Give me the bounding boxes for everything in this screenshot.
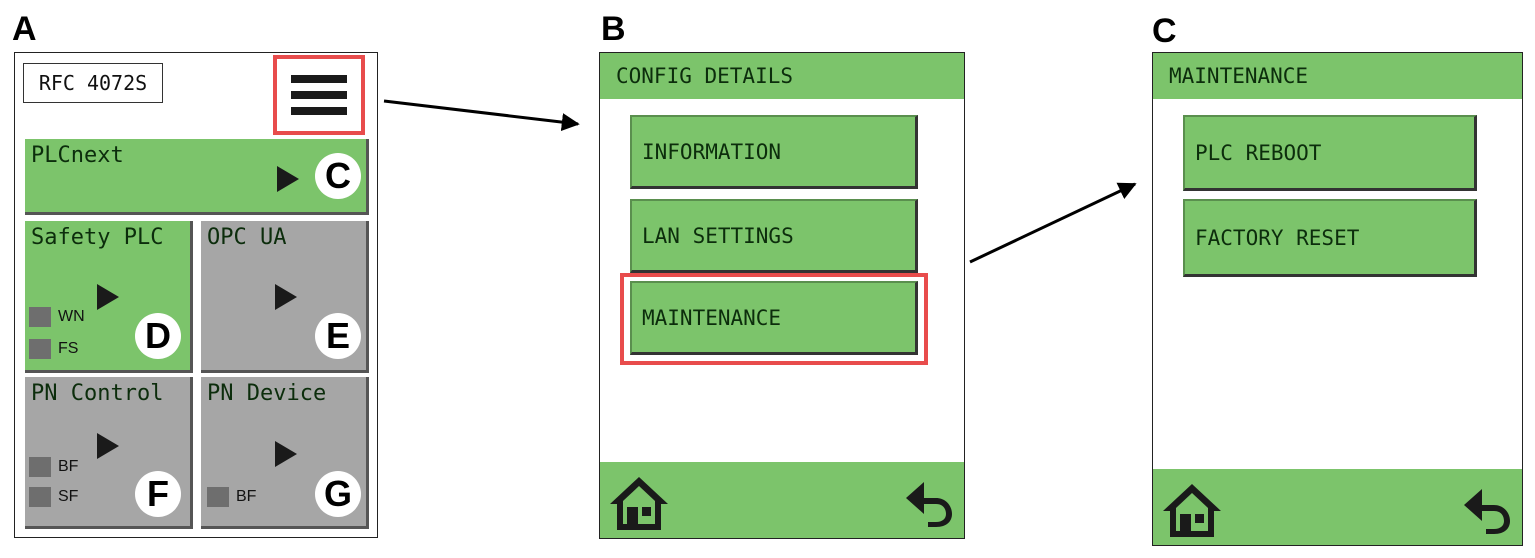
status-label: WN [58,308,85,325]
tile-title: PLCnext [31,143,124,168]
play-icon [97,284,119,310]
badge-label: D [135,313,181,359]
badge-label: C [315,153,361,199]
status-label: BF [236,488,257,505]
footer-bar [600,462,964,538]
home-icon[interactable] [608,474,670,532]
panel-letter-c: C [1152,12,1177,50]
arrow-a-to-b [383,99,580,132]
highlight-box [620,273,928,365]
maintenance-button[interactable]: MAINTENANCE [630,281,918,355]
tile-title: OPC UA [207,225,287,250]
hamburger-menu-button[interactable] [273,55,365,135]
status-sf: SF [29,487,78,507]
tile-opc-ua[interactable]: OPC UA E [201,221,369,373]
status-bf: BF [29,457,78,477]
home-icon[interactable] [1161,481,1223,539]
play-icon [275,441,297,467]
status-label: SF [58,488,79,505]
badge-label: G [315,471,361,517]
maintenance-screen: MAINTENANCE PLC REBOOT FACTORY RESET [1152,52,1523,546]
panel-letter-b: B [601,10,626,48]
status-bf: BF [207,487,256,507]
tile-plcnext[interactable]: PLCnext C [25,139,369,215]
status-led [29,457,51,477]
play-icon [277,166,299,192]
lan-settings-button[interactable]: LAN SETTINGS [630,199,918,273]
tile-safety-plc[interactable]: Safety PLC WN FS D [25,221,193,373]
back-arrow-icon[interactable] [902,478,956,528]
badge-label: E [315,313,361,359]
panel-letter-a: A [12,10,37,48]
plc-reboot-button[interactable]: PLC REBOOT [1183,115,1477,191]
home-screen: RFC 4072S PLCnext C Safety PLC WN FS D O… [14,52,378,538]
factory-reset-button[interactable]: FACTORY RESET [1183,199,1477,277]
arrow-b-to-c [969,182,1137,264]
status-led [29,339,51,359]
tile-title: PN Device [207,381,327,406]
status-wn: WN [29,307,85,327]
play-icon [97,433,119,459]
status-label: BF [58,458,79,475]
status-fs: FS [29,339,78,359]
device-label: RFC 4072S [23,63,163,103]
screen-header: CONFIG DETAILS [600,53,964,99]
config-details-screen: CONFIG DETAILS INFORMATION LAN SETTINGS … [599,52,965,539]
tile-title: PN Control [31,381,164,406]
hamburger-menu-icon [291,75,347,83]
status-led [207,487,229,507]
status-led [29,307,51,327]
back-arrow-icon[interactable] [1460,485,1514,535]
tile-pn-control[interactable]: PN Control BF SF F [25,377,193,529]
screen-header: MAINTENANCE [1153,53,1522,99]
status-label: FS [58,340,79,357]
tile-title: Safety PLC [31,225,164,250]
play-icon [275,284,297,310]
footer-bar [1153,469,1522,545]
badge-label: F [135,471,181,517]
status-led [29,487,51,507]
information-button[interactable]: INFORMATION [630,115,918,189]
tile-pn-device[interactable]: PN Device BF G [201,377,369,529]
